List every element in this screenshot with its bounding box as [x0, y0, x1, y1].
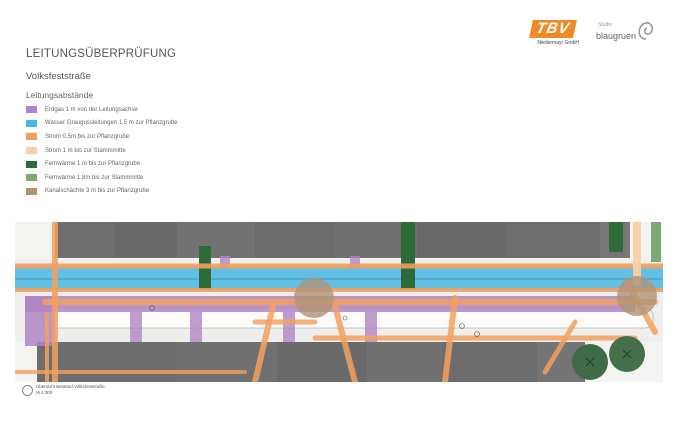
legend-label: Strom 1 m bis zur Stammmitte [45, 147, 126, 154]
erdgas-band [130, 312, 142, 342]
legend-label: Kanalschächte 3 m bis zur Pflanzgrube [45, 188, 150, 195]
building [442, 342, 537, 382]
legend-item-erdgas: Erdgas 1 m von der Leitungsachse [26, 103, 178, 117]
caption-title: Übersicht Bestand Volksfeststraße [36, 384, 105, 389]
legend-swatch [26, 187, 37, 195]
marker [149, 305, 155, 311]
north-buildings [55, 222, 630, 258]
blaugruen-logo: Studio blaugruen [596, 17, 658, 47]
legend-swatch [26, 106, 37, 114]
legend-label: Erdgas 1 m von der Leitungsachse [45, 106, 138, 113]
legend: Erdgas 1 m von der Leitungsachse Wasser … [26, 103, 178, 198]
page-title: LEITUNGSÜBERPRÜFUNG [26, 48, 177, 60]
erdgas-band [220, 256, 230, 268]
building [37, 342, 177, 382]
legend-swatch [26, 174, 37, 182]
legend-swatch [26, 133, 37, 141]
building [417, 222, 505, 258]
legend-swatch [26, 147, 37, 155]
trees [572, 336, 645, 380]
tbv-logo-subtitle: Niedermayr GmbH [537, 40, 579, 46]
blaugruen-logo-prefix: Studio [598, 22, 613, 28]
blaugruen-logo-name: blaugruen [596, 31, 637, 41]
marker [342, 315, 348, 321]
legend-item-fernwaerme-pflanzgrube: Fernwärme 1 m bis zur Pflanzgrube [26, 157, 178, 171]
tree-trunk-mark [622, 349, 632, 359]
blaugruen-spiral-icon [638, 22, 654, 40]
tbv-logo: TBV Niedermayr GmbH [529, 20, 579, 48]
fernwaerme-band [609, 222, 623, 252]
building [177, 222, 255, 258]
legend-swatch [26, 160, 37, 168]
legend-item-kanalschaechte: Kanalschächte 3 m bis zur Pflanzgrube [26, 185, 178, 199]
north-arrow-icon [22, 385, 33, 396]
legend-title: Leitungsabstände [26, 90, 94, 100]
legend-item-strom-stammmitte: Strom 1 m bis zur Stammmitte [26, 144, 178, 158]
legend-item-wasser: Wasser Graugussleitungen 1,5 m zur Pflan… [26, 117, 178, 131]
south-buildings [37, 342, 585, 382]
legend-label: Fernwärme 1 m bis zur Pflanzgrube [45, 161, 141, 168]
erdgas-band [283, 312, 295, 342]
street-name: Volksfeststraße [26, 71, 91, 82]
erdgas-band [365, 312, 377, 342]
building [367, 342, 442, 382]
site-plan-map [15, 222, 663, 382]
strom-line [252, 303, 276, 382]
legend-label: Strom 0,5m bis zur Pflanzgrube [45, 133, 130, 140]
building [55, 222, 115, 258]
kanalschacht-zone [617, 276, 657, 316]
legend-swatch [26, 119, 37, 127]
wasser-pipe [15, 278, 663, 280]
kanalschacht-zone [294, 278, 334, 318]
tree-trunk-mark [585, 357, 595, 367]
strom-line [332, 303, 358, 382]
legend-label: Wasser Graugussleitungen 1,5 m zur Pflan… [45, 120, 178, 127]
fernwaerme-band [401, 222, 415, 290]
legend-item-fernwaerme-stammmitte: Fernwärme 1,8m bis zur Stammmitte [26, 171, 178, 185]
caption-scale: M 1:300 [36, 390, 53, 395]
legend-label: Fernwärme 1,8m bis zur Stammmitte [45, 174, 144, 181]
strom-zone [15, 222, 663, 382]
fernwaerme-band [651, 222, 661, 262]
strom-line [542, 319, 578, 375]
building [115, 222, 177, 258]
tbv-logo-mark: TBV [529, 20, 577, 38]
erdgas-band [350, 256, 360, 268]
marker [459, 323, 465, 329]
legend-item-strom-pflanzgrube: Strom 0,5m bis zur Pflanzgrube [26, 130, 178, 144]
marker [474, 331, 480, 337]
erdgas-band [190, 312, 202, 342]
building [255, 222, 335, 258]
utility-markers [149, 305, 480, 337]
building [505, 222, 600, 258]
